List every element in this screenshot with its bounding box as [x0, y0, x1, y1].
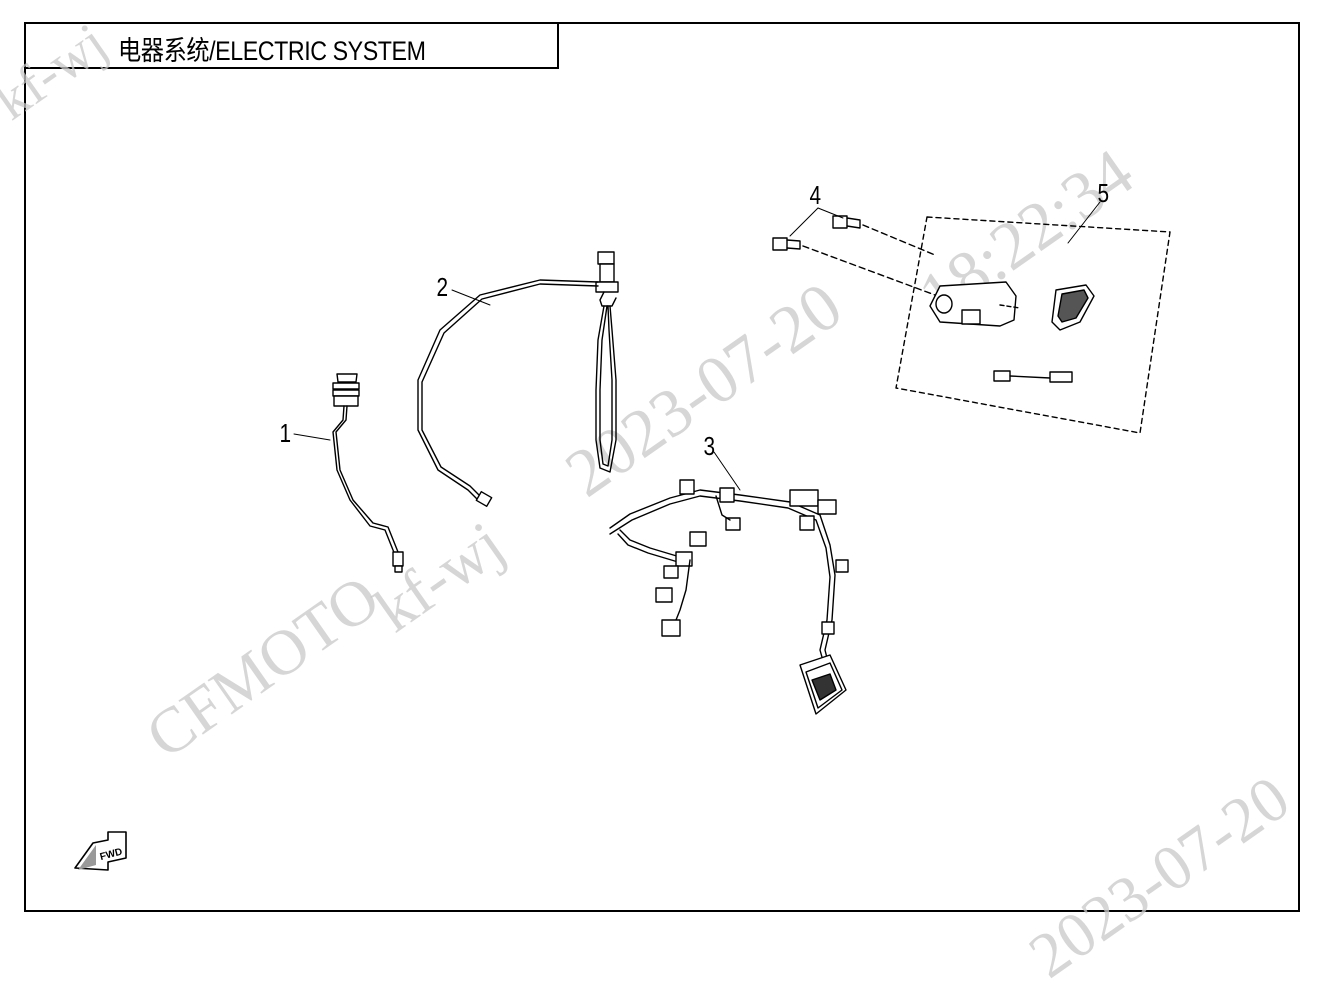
leader-lines	[293, 201, 1101, 491]
callout-4: 4	[809, 180, 822, 210]
title-box	[24, 22, 559, 69]
page-title: 电器系统/ELECTRIC SYSTEM	[118, 36, 426, 66]
drawing-frame	[24, 22, 1300, 912]
part-2-sensor-cable	[417, 251, 619, 508]
part-5-module-kit	[895, 216, 1171, 434]
parts-diagram: FWD	[74, 201, 1171, 871]
forward-arrow-icon	[74, 831, 127, 871]
callout-3: 3	[703, 431, 716, 461]
part-4-bolts	[772, 215, 936, 296]
callout-5: 5	[1097, 178, 1110, 208]
part-3-wire-harness	[609, 479, 849, 715]
callout-1: 1	[279, 418, 292, 448]
part-1-switch-harness	[332, 373, 404, 573]
callout-2: 2	[436, 272, 449, 302]
